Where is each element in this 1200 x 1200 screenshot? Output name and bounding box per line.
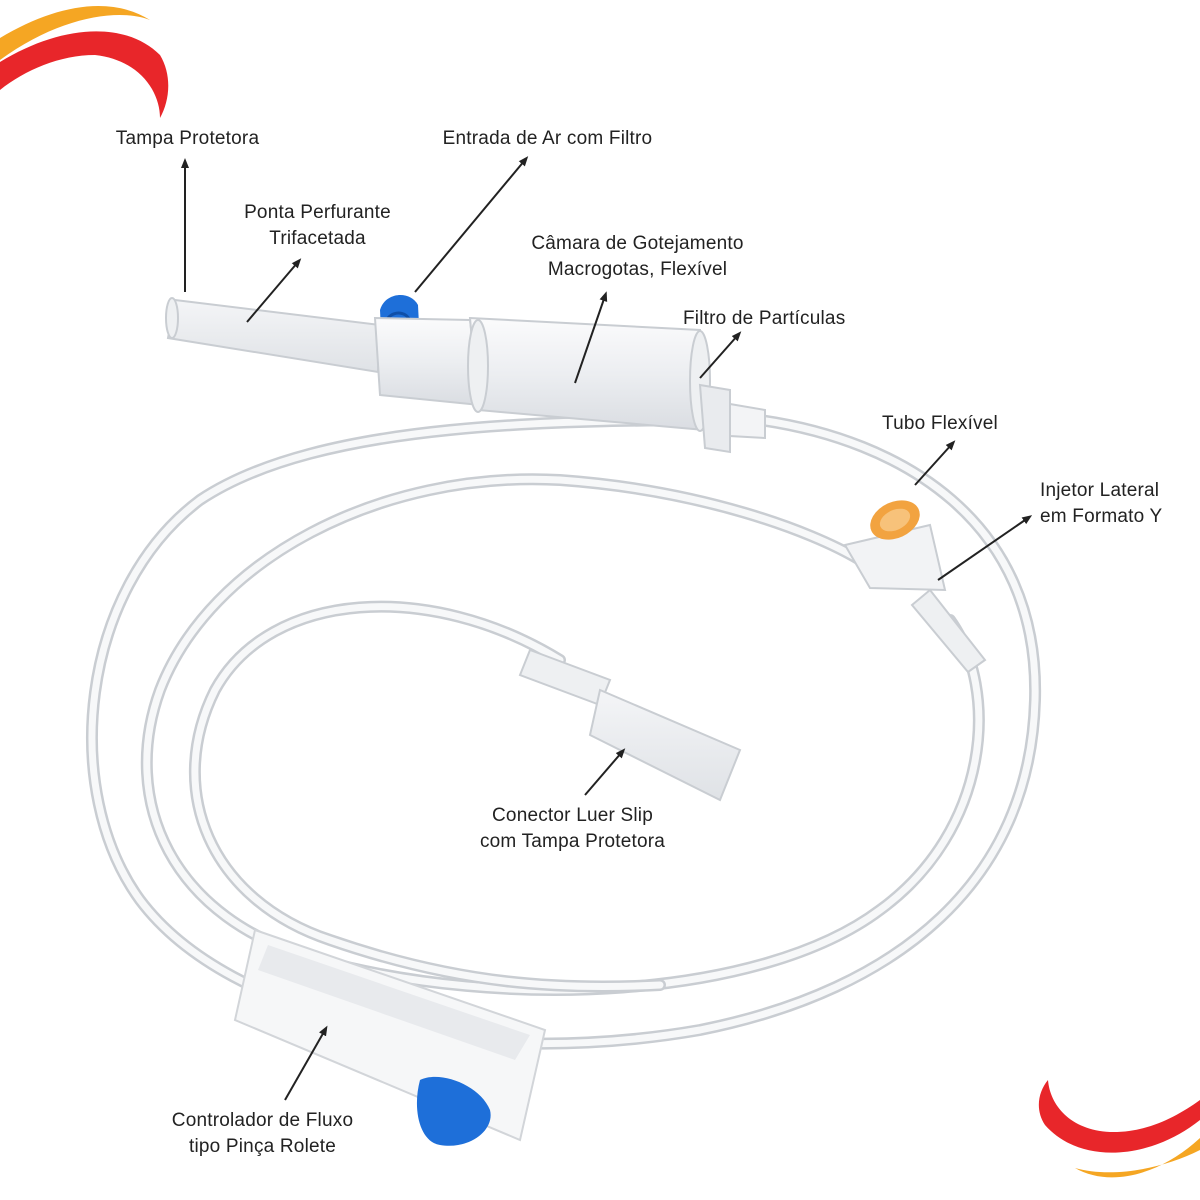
label-luer-connector-line-2: com Tampa Protetora	[479, 831, 666, 852]
particle-filter	[698, 383, 766, 454]
flexible-tubing	[86, 414, 1042, 1050]
label-protective-cap-line-1: Tampa Protetora	[115, 128, 260, 149]
label-flow-controller-line-2: tipo Pinça Rolete	[188, 1136, 337, 1157]
corner-swoosh-bottom-right	[1038, 1080, 1200, 1178]
label-air-inlet-line-1: Entrada de Ar com Filtro	[442, 128, 653, 149]
label-y-injector: Injetor Lateral em Formato Y	[1040, 478, 1195, 530]
y-injector	[843, 500, 987, 674]
arrow-spike	[246, 258, 302, 323]
label-flexible-tube-line-1: Tubo Flexível	[882, 413, 998, 434]
label-flexible-tube: Tubo Flexível	[882, 411, 1032, 437]
label-luer-connector-line-1: Conector Luer Slip	[492, 805, 653, 826]
corner-swoosh-top-left	[0, 6, 169, 119]
label-luer-connector: Conector Luer Slip com Tampa Protetora	[455, 803, 690, 855]
label-y-injector-line-1: Injetor Lateral	[1040, 480, 1160, 501]
arrow-flow-controller	[284, 1025, 328, 1101]
drip-chamber	[373, 316, 711, 432]
label-particle-filter-line-1: Filtro de Partículas	[683, 308, 846, 329]
arrow-luer-connector	[584, 748, 626, 796]
label-particle-filter: Filtro de Partículas	[683, 306, 883, 332]
label-air-inlet: Entrada de Ar com Filtro	[420, 126, 675, 152]
arrow-y-injector	[937, 515, 1033, 581]
arrow-particle-filter	[699, 331, 742, 379]
arrow-air-inlet	[414, 156, 529, 293]
label-spike: Ponta Perfurante Trifacetada	[225, 200, 410, 252]
roller-clamp	[233, 928, 547, 1146]
spike-with-protective-cap	[165, 297, 382, 374]
luer-slip-connector	[518, 648, 742, 802]
label-flow-controller: Controlador de Fluxo tipo Pinça Rolete	[150, 1108, 375, 1160]
label-protective-cap: Tampa Protetora	[100, 126, 275, 152]
label-spike-line-2: Trifacetada	[269, 228, 366, 249]
callout-arrows	[181, 156, 1033, 1101]
label-spike-line-1: Ponta Perfurante	[244, 202, 391, 223]
arrow-drip-chamber	[574, 291, 608, 384]
label-y-injector-line-2: em Formato Y	[1040, 506, 1163, 527]
label-flow-controller-line-1: Controlador de Fluxo	[171, 1110, 354, 1131]
arrow-flexible-tube	[914, 440, 956, 486]
label-drip-chamber: Câmara de Gotejamento Macrogotas, Flexív…	[505, 231, 770, 283]
label-drip-chamber-line-1: Câmara de Gotejamento	[531, 233, 744, 254]
label-drip-chamber-line-2: Macrogotas, Flexível	[547, 259, 728, 280]
